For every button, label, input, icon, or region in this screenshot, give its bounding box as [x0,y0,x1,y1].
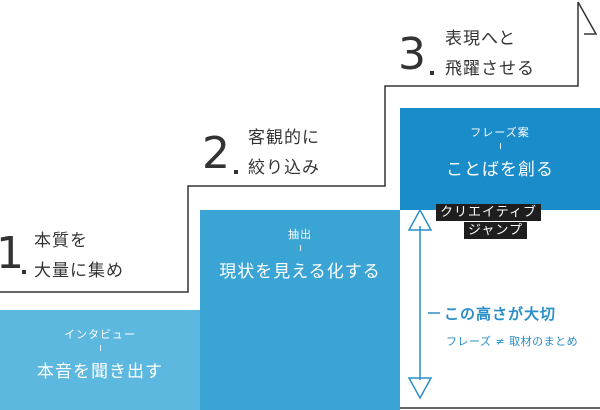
block-phrase: フレーズ案 ことばを創る [400,108,600,210]
arrow-head-up-icon [577,1,598,35]
height-double-arrow-icon [407,208,440,400]
step-2-line1: 客観的に [248,128,320,148]
block-extraction-label: 抽出 [288,228,312,241]
step-3-text: 表現へと 飛躍させる [445,26,535,82]
step-1-dot [22,270,26,274]
height-note-subtitle: フレーズ ≠ 取材のまとめ [446,335,579,348]
block-interview: インタビュー 本音を聞き出す [0,310,200,410]
staircase-line [0,2,579,293]
step-3-number: 3 [398,29,426,80]
height-note-title: この高さが大切 [444,305,557,323]
block-interview-tick [99,345,101,351]
step-3-line1: 表現へと [445,29,517,49]
block-extraction-title: 現状を見える化する [219,262,381,282]
block-interview-title: 本音を聞き出す [37,362,163,382]
block-extraction: 抽出 現状を見える化する [200,210,400,410]
creative-jump-badge-line1: クリエイティブ [436,204,541,221]
block-phrase-tick [499,143,501,149]
block-extraction-tick [299,245,301,251]
step-3-line2: 飛躍させる [445,59,535,79]
step-2-text: 客観的に 絞り込み [248,125,320,181]
step-1-number: 1 [0,228,24,279]
block-interview-label: インタビュー [64,328,136,341]
step-1-line1: 本質を [34,231,88,251]
step-2-line2: 絞り込み [248,158,320,178]
step-3-dot [430,71,434,75]
step-1-line2: 大量に集め [34,261,124,281]
step-2-dot [234,170,238,174]
block-phrase-title: ことばを創る [446,160,554,180]
step-1-text: 本質を 大量に集め [34,228,124,284]
step-2-number: 2 [202,128,230,179]
creative-jump-badge-line2: ジャンプ [464,222,527,239]
block-phrase-label: フレーズ案 [470,126,530,139]
